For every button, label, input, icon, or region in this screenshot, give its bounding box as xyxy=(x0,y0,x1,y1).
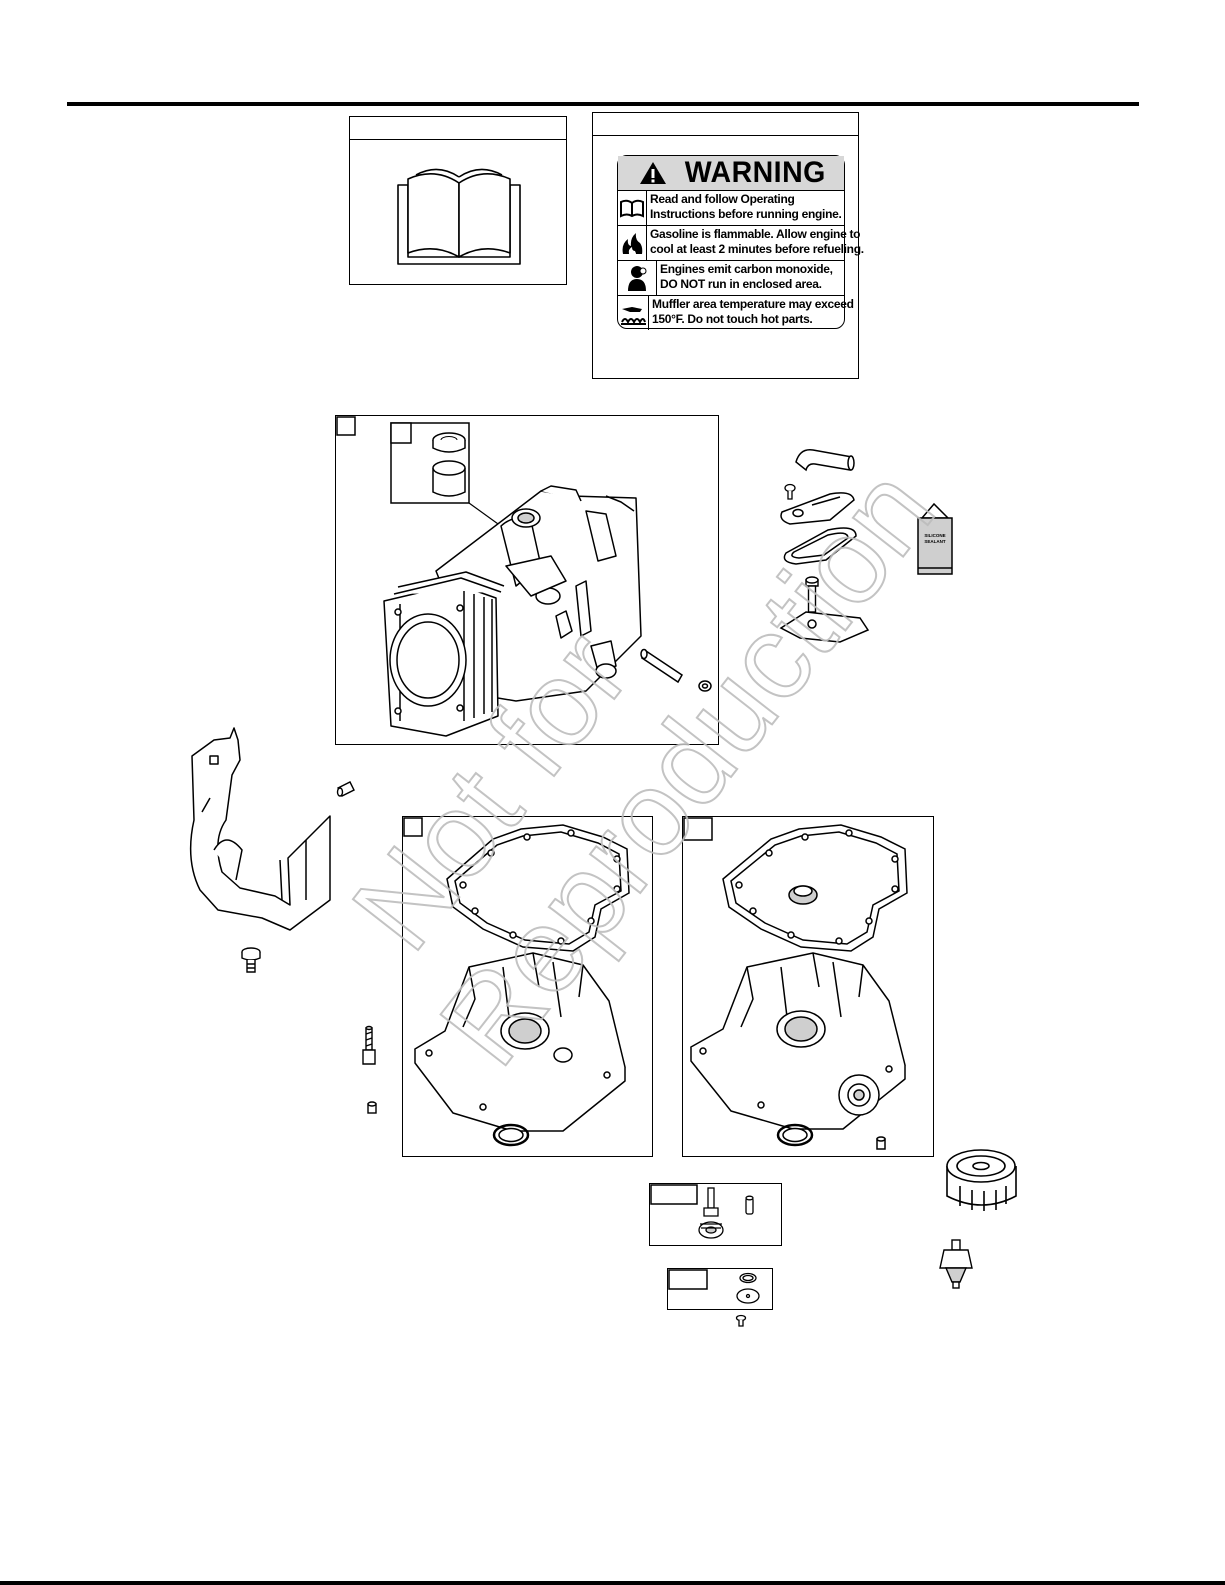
warning-line: Gasoline is flammable. Allow engine to xyxy=(650,227,861,241)
baffle-screw-icon xyxy=(241,947,261,973)
warning-line: cool at least 2 minutes before refueling… xyxy=(650,242,864,256)
carbon-monoxide-icon xyxy=(628,266,647,291)
cylinder-block-box xyxy=(335,415,719,745)
sump-plug-icon xyxy=(367,1101,377,1114)
governor-illustration xyxy=(650,1184,754,1239)
warning-line: Read and follow Operating xyxy=(650,192,795,206)
cover-kit-illustration xyxy=(668,1269,760,1304)
warning-row: Engines emit carbon monoxide,DO NOT run … xyxy=(618,261,844,296)
oil-filter-icon xyxy=(946,1149,1017,1211)
warning-line: Muffler area temperature may exceed xyxy=(652,297,854,311)
warning-line: Instructions before running engine. xyxy=(650,207,842,221)
cover-kit-box xyxy=(667,1268,773,1310)
sump-illustration-b xyxy=(683,817,908,1150)
dowel-pin-icon xyxy=(336,781,355,797)
warning-callout-header xyxy=(593,113,858,136)
sealant-label-line1: SILICONE xyxy=(924,533,945,538)
sump-box-b xyxy=(682,816,934,1157)
oil-pressure-switch-icon xyxy=(939,1239,973,1289)
breather-bolt-icon xyxy=(805,576,819,613)
operators-manual-icon xyxy=(397,168,521,265)
breather-cover-icon xyxy=(780,492,855,525)
hot-surface-icon xyxy=(621,307,646,325)
footer-rule xyxy=(0,1581,1225,1585)
flame-icon xyxy=(622,233,643,254)
warning-label-header: WARNING xyxy=(618,156,844,191)
sump-illustration-a xyxy=(403,817,630,1147)
manual-book-icon xyxy=(620,199,644,218)
sealant-tube-icon xyxy=(917,502,953,575)
warning-line: 150°F. Do not touch hot parts. xyxy=(652,312,813,326)
warning-triangle-icon xyxy=(640,162,666,184)
breather-screw-icon xyxy=(784,483,796,500)
manual-callout-box xyxy=(349,116,567,285)
sump-bolt-icon xyxy=(362,1025,376,1065)
sealant-label-line2: SEALANT xyxy=(924,539,946,544)
header-rule xyxy=(67,102,1139,106)
warning-line: DO NOT run in enclosed area. xyxy=(660,277,822,291)
breather-plate-icon xyxy=(779,611,870,643)
manual-callout-header xyxy=(350,117,566,140)
governor-kit-box xyxy=(649,1183,782,1246)
cover-screw-icon xyxy=(735,1314,747,1327)
cylinder-block-illustration xyxy=(336,416,712,737)
warning-line: Engines emit carbon monoxide, xyxy=(660,262,833,276)
sump-box-a xyxy=(402,816,653,1157)
breather-tube-icon xyxy=(795,449,855,472)
oil-baffle-icon xyxy=(189,727,331,931)
breather-gasket-icon xyxy=(783,527,857,565)
warning-title: WARNING xyxy=(684,156,826,189)
